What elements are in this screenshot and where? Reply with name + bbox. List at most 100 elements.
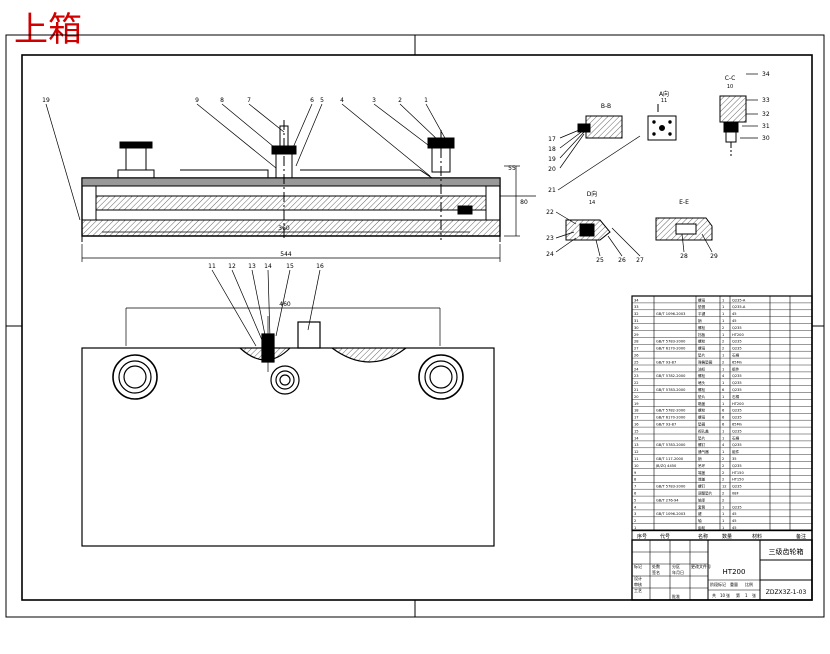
bom-cell-code: GB/T 93-87 xyxy=(656,360,676,364)
section-c-title: C-C xyxy=(725,75,736,82)
bom-cell-qty: 1 xyxy=(722,505,724,509)
bom-cell-qty: 2 xyxy=(722,340,724,344)
balloon-b-3: 20 xyxy=(548,166,556,173)
bom-cell-name: 垫片 xyxy=(698,353,706,358)
bom-cell-qty: 1 xyxy=(722,526,724,530)
bom-cell-no: 13 xyxy=(634,443,639,447)
bom-cell-no: 22 xyxy=(634,381,639,385)
meta-label-5: 第 xyxy=(736,592,740,598)
bom-cell-no: 5 xyxy=(634,498,636,502)
bom-cell-no: 10 xyxy=(634,464,639,468)
bom-cell-mat: 45 xyxy=(732,319,737,323)
bom-cell-name: 螺栓 xyxy=(698,339,706,344)
bom-cell-mat: HT200 xyxy=(732,333,744,337)
bom-cell-no: 11 xyxy=(634,457,639,461)
balloon-b-0: 17 xyxy=(548,136,556,143)
bom-cell-no: 1 xyxy=(634,526,636,530)
bom-cell-qty: 1 xyxy=(722,305,724,309)
bom-cell-no: 19 xyxy=(634,402,639,406)
bom-cell-qty: 6 xyxy=(722,409,725,413)
balloon-plan-5: 16 xyxy=(316,263,324,270)
bom-cell-mat: Q235 xyxy=(732,374,742,378)
balloon-front-4: 6 xyxy=(310,97,314,104)
plan-view xyxy=(81,307,495,547)
bom-cell-mat: Q235-A xyxy=(732,298,746,302)
bom-cell-mat: HT150 xyxy=(732,471,744,475)
sign-label-3: 更改文件号 xyxy=(691,563,711,569)
view-d xyxy=(555,211,641,257)
bom-cell-name: 堵头 xyxy=(698,380,706,385)
balloon-d-1: 23 xyxy=(546,235,554,242)
bom-cell-mat: 65Mn xyxy=(732,360,742,364)
bom-cell-qty: 6 xyxy=(722,416,725,420)
bom-cell-name: 套筒 xyxy=(698,504,706,509)
bom-cell-name: 油标 xyxy=(698,366,706,371)
view-d-title: D向 xyxy=(587,190,598,198)
sheet-count: 10 xyxy=(720,593,726,598)
bom-cell-qty: 12 xyxy=(722,485,727,489)
balloon-c-4: 30 xyxy=(762,135,770,142)
bom-cell-code: JB/ZQ 4450 xyxy=(655,464,677,468)
bom-cell-qty: 1 xyxy=(722,354,724,358)
view-a-scale: 11 xyxy=(661,98,667,104)
meta-label-3: 共 xyxy=(712,592,716,598)
bom-cell-no: 18 xyxy=(634,409,639,413)
bom-cell-code: GB/T 276-94 xyxy=(656,498,679,502)
balloon-front-6: 4 xyxy=(340,97,344,104)
bom-cell-code: GB/T 6170-2000 xyxy=(656,347,686,351)
bom-cell-mat: 石棉 xyxy=(732,353,740,358)
bom-cell-mat: Q235 xyxy=(732,464,742,468)
bom-cell-no: 4 xyxy=(634,505,637,509)
bom-cell-mat: 35 xyxy=(732,457,737,461)
bom-cell-no: 16 xyxy=(634,423,639,427)
bom-cell-code: GB/T 1096-2003 xyxy=(656,512,685,516)
bom-cell-name: 吊环 xyxy=(698,463,706,468)
bom-cell-mat: 组件 xyxy=(732,449,740,454)
meta-label-4: 张 xyxy=(726,592,730,598)
bom-cell-no: 9 xyxy=(634,471,637,475)
bom-cell-no: 26 xyxy=(634,354,639,358)
bom-cell-mat: HT150 xyxy=(732,478,744,482)
bom-cell-code: GB/T 5782-2000 xyxy=(656,374,686,378)
bom-cell-mat: 45 xyxy=(732,519,737,523)
bom-cell-name: 垫圈 xyxy=(698,304,706,309)
dim-depth: 80 xyxy=(520,199,528,206)
bom-cell-code: GB/T 5782-2000 xyxy=(656,409,686,413)
meta-label-6: 张 xyxy=(752,592,756,598)
bom-cell-qty: 1 xyxy=(722,333,724,337)
bom-cell-code: GB/T 5783-2000 xyxy=(656,443,686,447)
bom-cell-name: 轴承 xyxy=(698,497,706,502)
bom-cell-no: 23 xyxy=(634,374,639,378)
sign-label-0: 标记 xyxy=(634,563,642,569)
bom-cell-name: 螺栓 xyxy=(698,373,706,378)
bom-cell-no: 3 xyxy=(634,512,636,516)
bom-header: 序号 代号 名称 数量 材料 备注 xyxy=(631,529,813,541)
bom-cell-name: 齿轮 xyxy=(698,525,706,530)
bom-cell-name: 挡板 xyxy=(698,332,706,337)
bom-cell-no: 21 xyxy=(634,388,639,392)
balloon-c-1: 33 xyxy=(762,97,770,104)
bom-cell-qty: 2 xyxy=(722,478,724,482)
bom-cell-qty: 1 xyxy=(722,450,724,454)
dim-right-height: 55 xyxy=(508,165,516,172)
balloon-front-1: 9 xyxy=(195,97,199,104)
bom-cell-qty: 4 xyxy=(722,374,725,378)
balloon-d-2: 24 xyxy=(546,251,554,258)
bom-cell-qty: 2 xyxy=(722,347,724,351)
drawing-number: ZDZX3Z-1-03 xyxy=(766,589,807,596)
bom-cell-name: 弹簧垫圈 xyxy=(698,359,713,364)
balloon-front-5: 5 xyxy=(320,97,324,104)
bom-col-no: 序号 xyxy=(637,533,647,540)
bom-cell-mat: Q235 xyxy=(732,326,742,330)
bom-cell-no: 28 xyxy=(634,340,639,344)
bom-cell-qty: 6 xyxy=(722,423,725,427)
balloon-front-0: 19 xyxy=(42,97,50,104)
bom-cell-no: 30 xyxy=(634,326,639,330)
bom-cell-name: 端盖 xyxy=(698,470,706,475)
bom-cell-no: 25 xyxy=(634,360,639,364)
bom-cell-qty: 1 xyxy=(722,436,724,440)
bom-cell-qty: 6 xyxy=(722,388,725,392)
bom-cell-no: 32 xyxy=(634,312,639,316)
balloon-plan-4: 15 xyxy=(286,263,294,270)
